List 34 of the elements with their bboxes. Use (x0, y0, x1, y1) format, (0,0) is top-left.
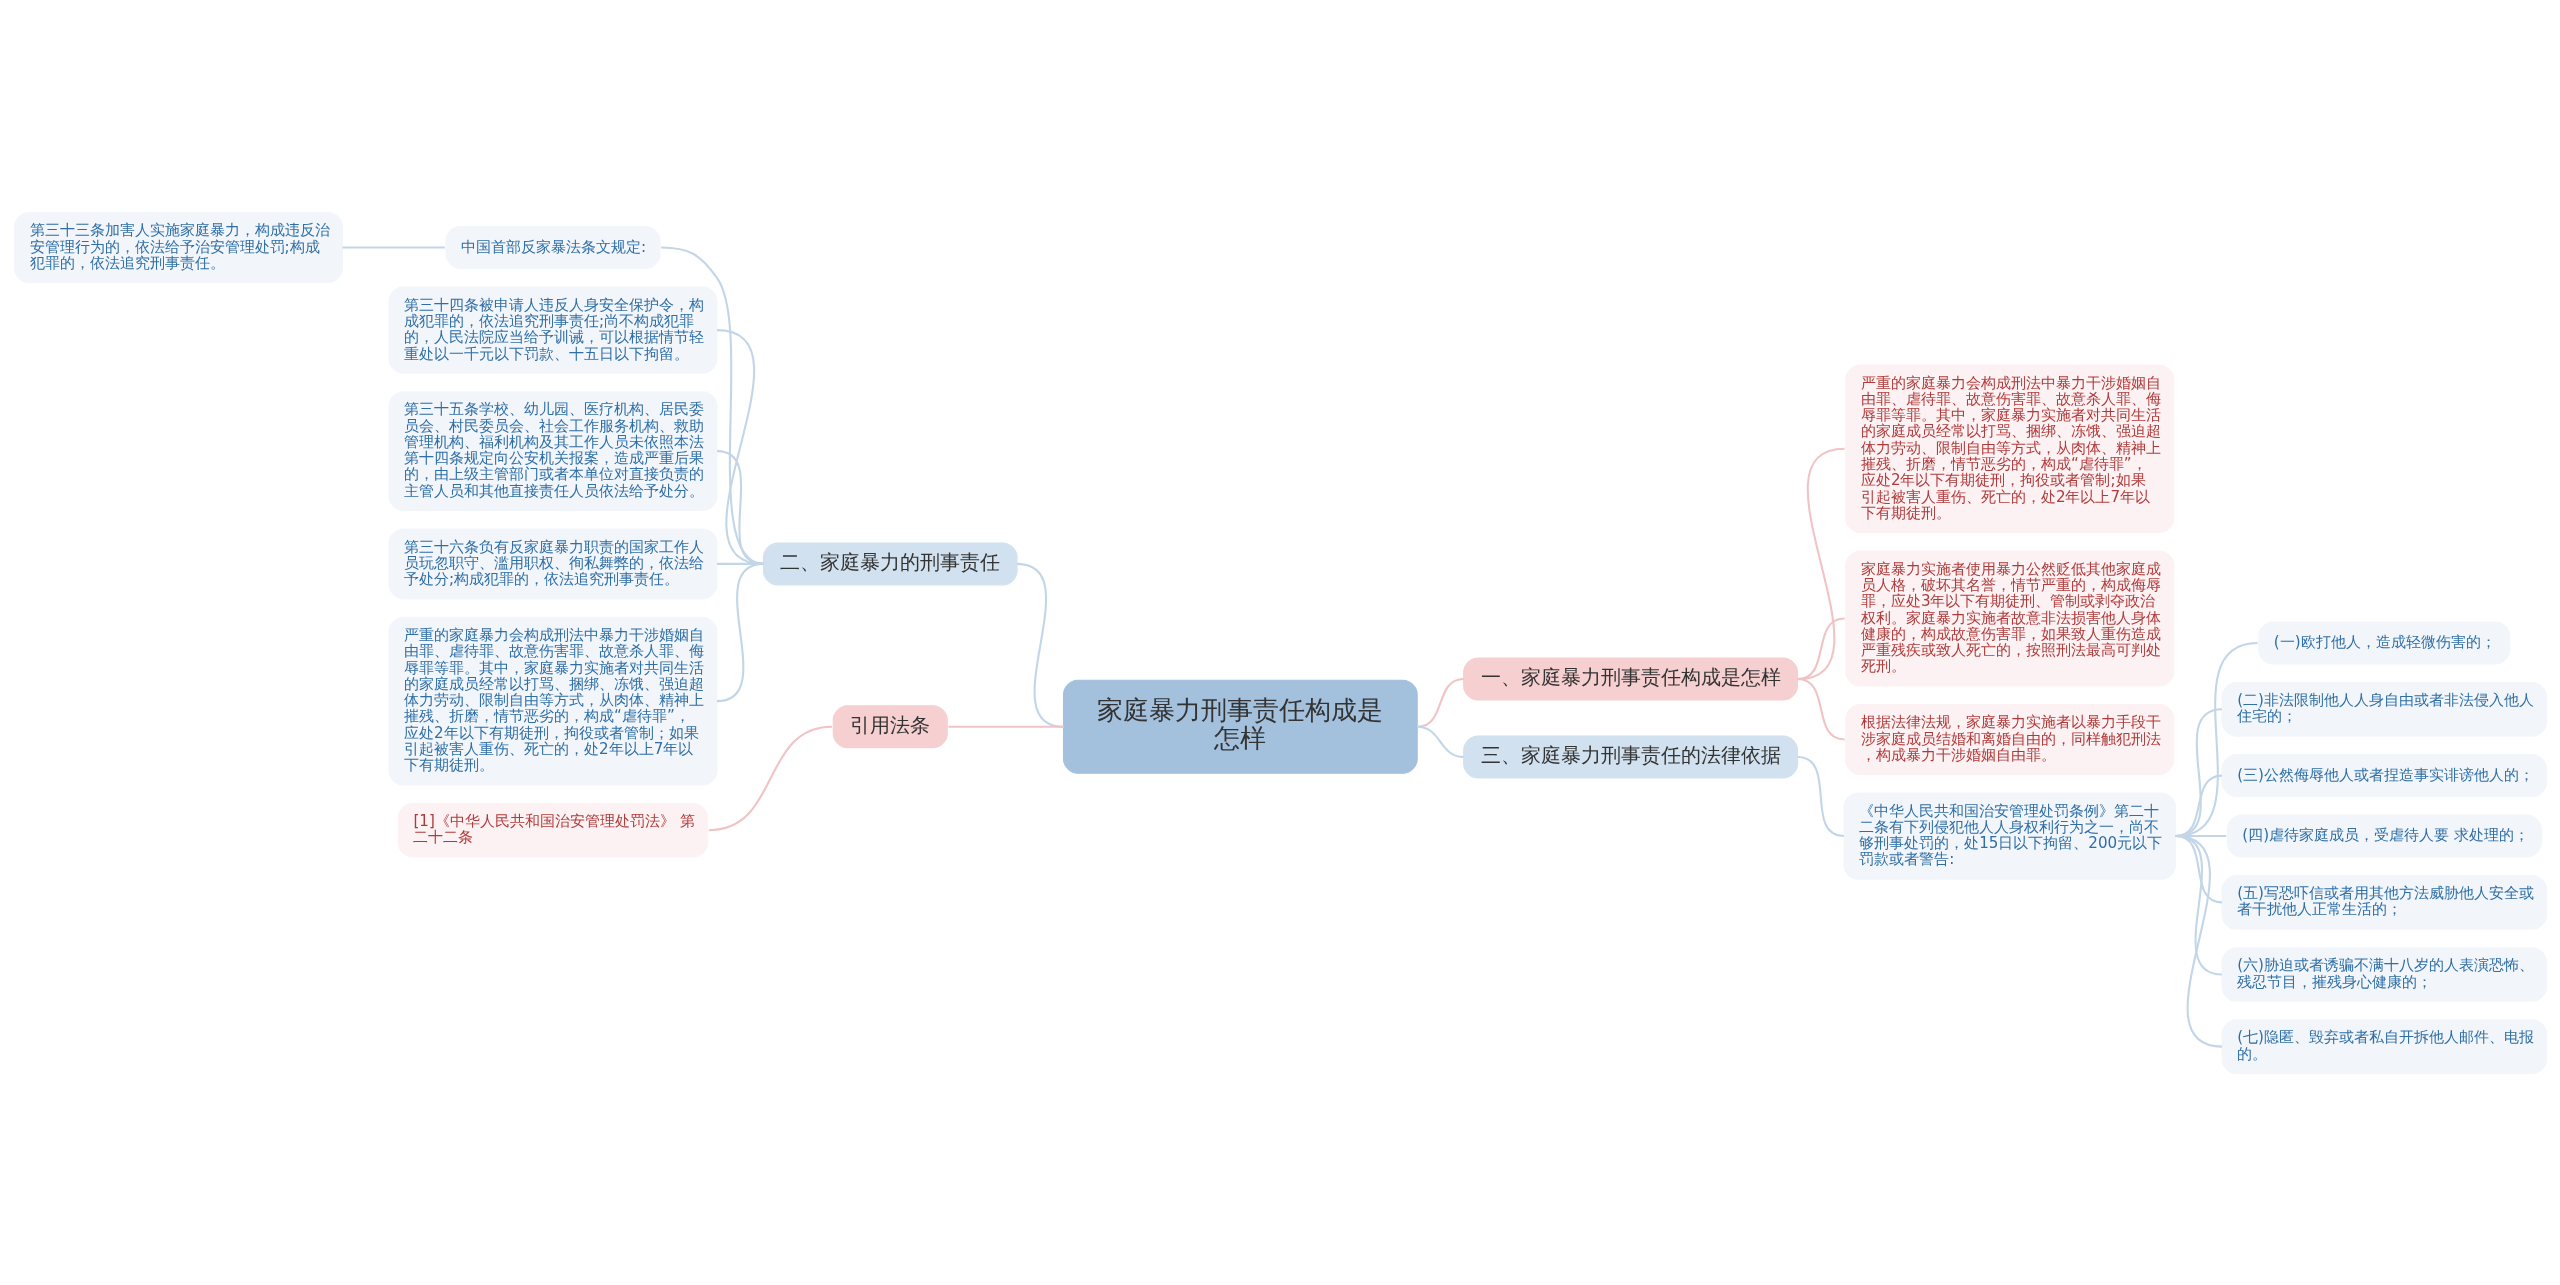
node-box: (三)公然侮辱他人或者捏造事实诽谤他人的； (2220, 753, 2547, 797)
node-box: 二、家庭暴力的刑事责任 (762, 541, 1018, 585)
node-box: 根据法律法规，家庭暴力实施者以暴力手段干涉家庭成员结婚和离婚自由的，同样触犯刑法，构成暴力干涉婚姻自由罪。 (1844, 703, 2174, 775)
node-box: (一)欧打他人，造成轻微伤害的； (2257, 620, 2510, 665)
node-box: 第三十三条加害人实施家庭暴力，构成违反治安管理行为的，依法给予治安管理处罚;构成犯罪的，依法追究刑事责任。 (13, 211, 343, 283)
connector (660, 246, 764, 565)
node-box: 第三十六条负有反家庭暴力职责的国家工作人员玩忽职守、滥用职权、徇私舞弊的，依法给予处分;构成犯罪的，依法追究刑事责任。 (387, 527, 718, 599)
node-box: (五)写恐吓信或者用其他方法威胁他人安全或者干扰他人正常生活的； (2220, 874, 2547, 930)
node-box: (六)胁迫或者诱骗不满十八岁的人表演恐怖、残忍节目，摧残身心健康的； (2220, 946, 2547, 1002)
connector (708, 725, 832, 831)
node-box: 家庭暴力实施者使用暴力公然贬低其他家庭成员人格，破坏其名誉，情节严重的，构成侮辱罪，应处3年以下有期徒刑、管制或剥夺政治权利。家庭暴力实施者故意非法损害他人身体健康的，构成故意伤害罪，如果致人重伤造成严重残疾或致人死亡的，按照刑法最高可判处死刑。 (1844, 550, 2174, 687)
node-box: [1]《中华人民共和国治安管理处罚法》 第二十二条 (397, 802, 708, 858)
node-box: 中国首部反家暴法条文规定: (444, 225, 661, 269)
connector (1796, 677, 1845, 741)
node-box: (二)非法限制他人人身自由或者非法侵入他人住宅的； (2220, 681, 2547, 737)
connector (1796, 755, 1844, 837)
connector (341, 246, 445, 249)
node-box: 一、家庭暴力刑事责任构成是怎样 (1462, 657, 1798, 701)
connector (1016, 562, 1064, 728)
node-box: 严重的家庭暴力会构成刑法中暴力干涉婚姻自由罪、虐待罪、故意伤害罪、故意杀人罪、侮辱罪等罪。其中，家庭暴力实施者对共同生活的家庭成员经常以打骂、捆绑、冻饿、强迫超体力劳动、限制自由等方式，从肉体、精神上摧残、折磨，情节恶劣的，构成“虐待罪”，应处2年以下有期徒刑，拘役或者管制；如果引起被害人重伤、死亡的，处2年以上7年以下有期徒刑。 (387, 616, 718, 785)
node-box: (四)虐待家庭成员，受虐待人要 求处理的； (2226, 814, 2542, 858)
connector (716, 562, 764, 702)
node-box: 严重的家庭暴力会构成刑法中暴力干涉婚姻自由罪、虐待罪、故意伤害罪、故意杀人罪、侮辱罪等罪。其中，家庭暴力实施者对共同生活的家庭成员经常以打骂、捆绑、冻饿、强迫超体力劳动、限制自由等方式，从肉体、精神上摧残、折磨，情节恶劣的，构成“虐待罪”，应处2年以下有期徒刑，拘役或者管制;如果引起被害人重伤、死亡的，处2年以上7年以下有期徒刑。 (1844, 363, 2174, 533)
node-box: (七)隐匿、毁弃或者私自开拆他人邮件、电报的。 (2220, 1018, 2547, 1074)
node-box: 三、家庭暴力刑事责任的法律依据 (1462, 734, 1798, 778)
node-box: 《中华人民共和国治安管理处罚条例》第二十二条有下列侵犯他人人身权利行为之一，尚不够刑事处罚的，处15日以下拘留、200元以下罚款或者警告: (1842, 791, 2176, 880)
node-box: 第三十五条学校、幼儿园、医疗机构、居民委员会、村民委员会、社会工作服务机构、救助管理机构、福利机构及其工作人员未依照本法第十四条规定向公安机关报案，造成严重后果的，由上级主管部门或者本单位对直接负责的主管人员和其他直接责任人员依法给予处分。 (387, 390, 718, 511)
connector (1416, 677, 1464, 728)
connector (2174, 834, 2222, 1048)
node-box: 第三十四条被申请人违反人身安全保护令，构成犯罪的，依法追究刑事责任;尚不构成犯罪的，人民法院应当给予训诫，可以根据情节轻重处以一千元以下罚款、十五日以下拘留。 (387, 286, 718, 374)
connector (1416, 725, 1464, 758)
connector (947, 725, 1064, 728)
node-box: 引用法条 (832, 704, 948, 748)
node-box: 家庭暴力刑事责任构成是怎样 (1062, 679, 1418, 774)
